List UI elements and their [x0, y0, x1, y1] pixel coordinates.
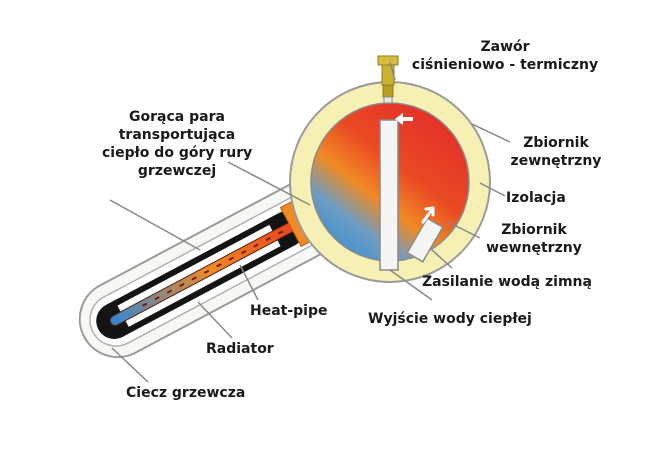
label-outer-tank-line1: Zbiornik — [523, 135, 589, 151]
pressure-valve — [377, 55, 399, 104]
label-hot-water-out: Wyjście wody ciepłej — [368, 311, 532, 327]
cold-flow-arrow-icon — [421, 206, 435, 224]
label-steam-line4: grzewczej — [137, 163, 217, 179]
label-inner-tank-line2: wewnętrzny — [486, 240, 582, 256]
label-steam-line2: transportująca — [118, 127, 236, 143]
label-inner-tank: Zbiornik wewnętrzny — [478, 221, 590, 257]
label-steam-line3: ciepło do góry rury — [102, 145, 253, 161]
leader-lines — [109, 61, 511, 383]
label-radiator: Radiator — [206, 341, 274, 357]
label-inner-tank-line1: Zbiornik — [501, 222, 567, 238]
label-insulation: Izolacja — [506, 190, 566, 206]
label-heating-fluid: Ciecz grzewcza — [126, 385, 246, 401]
label-outer-tank: Zbiornik zewnętrzny — [500, 134, 612, 170]
label-cold-water: Zasilanie wodą zimną — [422, 274, 592, 290]
label-heat-pipe: Heat-pipe — [250, 303, 328, 319]
hot-water-pipe — [379, 119, 399, 271]
label-steam-line1: Gorąca para — [129, 109, 225, 125]
label-valve: Zawór ciśnieniowo - termiczny — [395, 38, 615, 74]
hot-flow-arrow-icon — [395, 113, 413, 125]
heat-flow-marks — [142, 225, 294, 307]
cold-water-pipe — [406, 217, 444, 263]
label-valve-line1: Zawór — [480, 39, 530, 55]
label-outer-tank-line2: zewnętrzny — [510, 153, 602, 169]
label-steam: Gorąca para transportująca ciepło do gór… — [102, 108, 252, 180]
label-valve-line2: ciśnieniowo - termiczny — [411, 57, 599, 73]
